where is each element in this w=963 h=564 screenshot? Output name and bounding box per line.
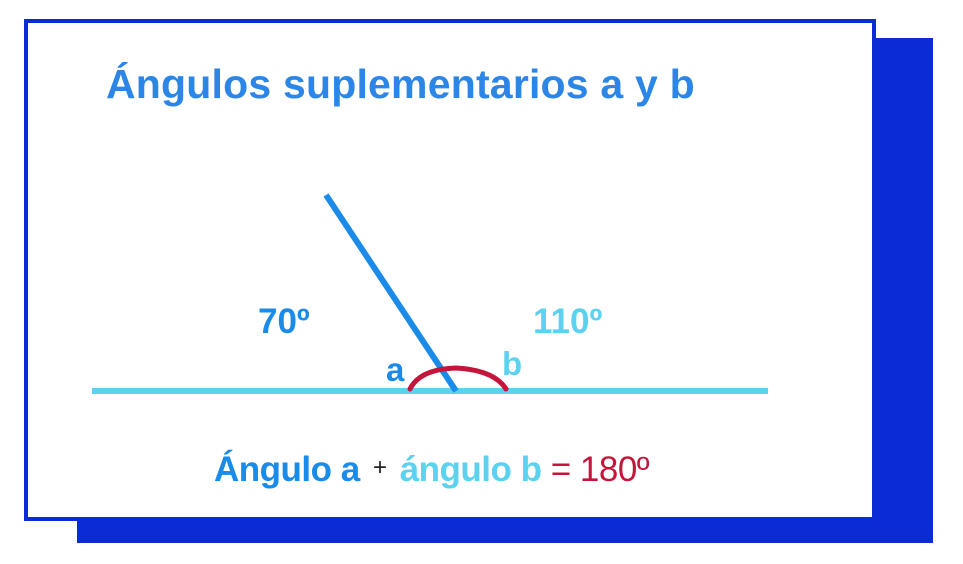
page-title: Ángulos suplementarios a y b	[106, 61, 695, 107]
formula: Ángulo a + ángulo b = 180º	[214, 450, 650, 490]
angle-a-degrees: 70º	[258, 302, 310, 341]
formula-equals: = 180º	[550, 450, 650, 489]
angle-b-degrees: 110º	[533, 302, 602, 341]
angle-a-label: a	[386, 351, 405, 388]
angle-diagram: 70º 110º a b	[92, 193, 768, 394]
angle-arc	[407, 365, 509, 392]
slanted-ray	[323, 193, 459, 393]
formula-angle-b: ángulo b	[399, 450, 542, 489]
formula-angle-a: Ángulo a	[214, 450, 360, 489]
angle-b-label: b	[502, 345, 522, 382]
formula-plus: +	[372, 454, 387, 481]
card: Ángulos suplementarios a y b 70º 110º a …	[24, 19, 876, 521]
